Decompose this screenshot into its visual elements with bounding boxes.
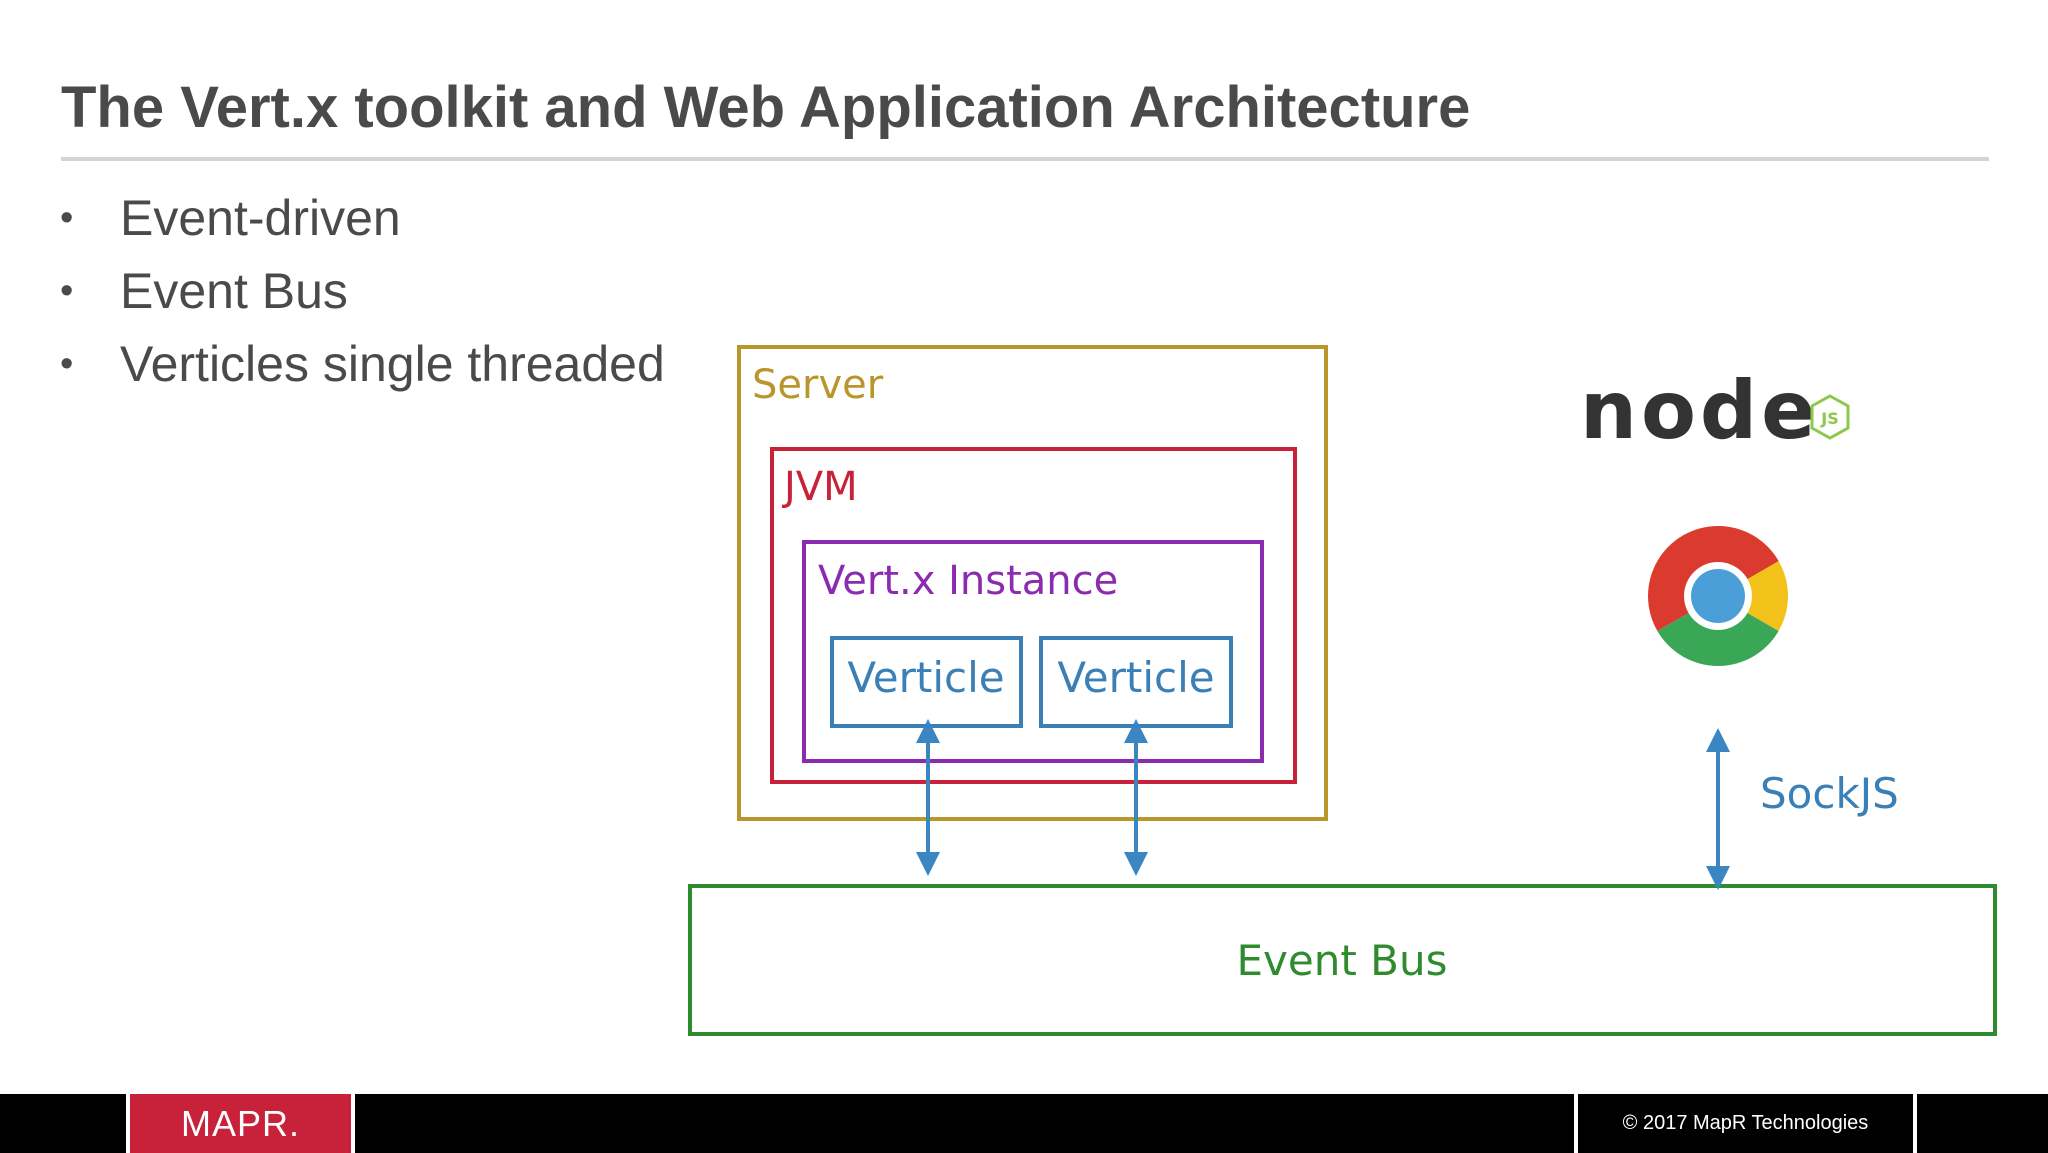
sockjs-label: SockJS bbox=[1760, 769, 1899, 818]
verticle-label: Verticle bbox=[1057, 653, 1214, 702]
nodejs-badge-text: JS bbox=[1820, 409, 1838, 428]
event-bus-box bbox=[688, 884, 1997, 1036]
jvm-box bbox=[770, 447, 1297, 784]
vertx-instance-label: Vert.x Instance bbox=[818, 558, 1118, 604]
bullet-text: Event Bus bbox=[120, 263, 348, 319]
nodejs-logo-icon: node JS bbox=[1580, 364, 1850, 457]
slide-title: The Vert.x toolkit and Web Application A… bbox=[61, 75, 1471, 140]
server-box bbox=[737, 345, 1328, 821]
server-label: Server bbox=[752, 362, 884, 408]
mapr-logo-box bbox=[130, 1094, 351, 1153]
vertx-instance-box bbox=[802, 540, 1264, 763]
nodejs-logo-text: node bbox=[1580, 364, 1819, 457]
bullet-marker: • bbox=[60, 343, 74, 385]
bullet-text: Event-driven bbox=[120, 190, 401, 246]
title-divider bbox=[61, 157, 1989, 161]
bullet-text: Verticles single threaded bbox=[120, 336, 665, 392]
bullet-item: • Verticles single threaded bbox=[60, 328, 665, 401]
jvm-label: JVM bbox=[781, 464, 858, 510]
footer-separator bbox=[1913, 1094, 1917, 1153]
footer-separator bbox=[126, 1094, 130, 1153]
bullet-list: • Event-driven • Event Bus • Verticles sing… bbox=[60, 182, 665, 401]
mapr-logo: MAPR. bbox=[180, 1103, 300, 1144]
bullet-item: • Event Bus bbox=[60, 255, 665, 328]
bullet-marker: • bbox=[60, 270, 74, 312]
nodejs-badge-hexagon bbox=[1810, 394, 1850, 440]
event-bus-label: Event Bus bbox=[1237, 936, 1448, 985]
bullet-marker: • bbox=[60, 197, 74, 239]
footer-separator bbox=[351, 1094, 355, 1153]
copyright-text: © 2017 MapR Technologies bbox=[1622, 1112, 1869, 1134]
bullet-item: • Event-driven bbox=[60, 182, 665, 255]
footer-separator bbox=[1574, 1094, 1578, 1153]
verticle-label: Verticle bbox=[847, 653, 1004, 702]
chrome-logo-icon bbox=[1648, 526, 1788, 666]
